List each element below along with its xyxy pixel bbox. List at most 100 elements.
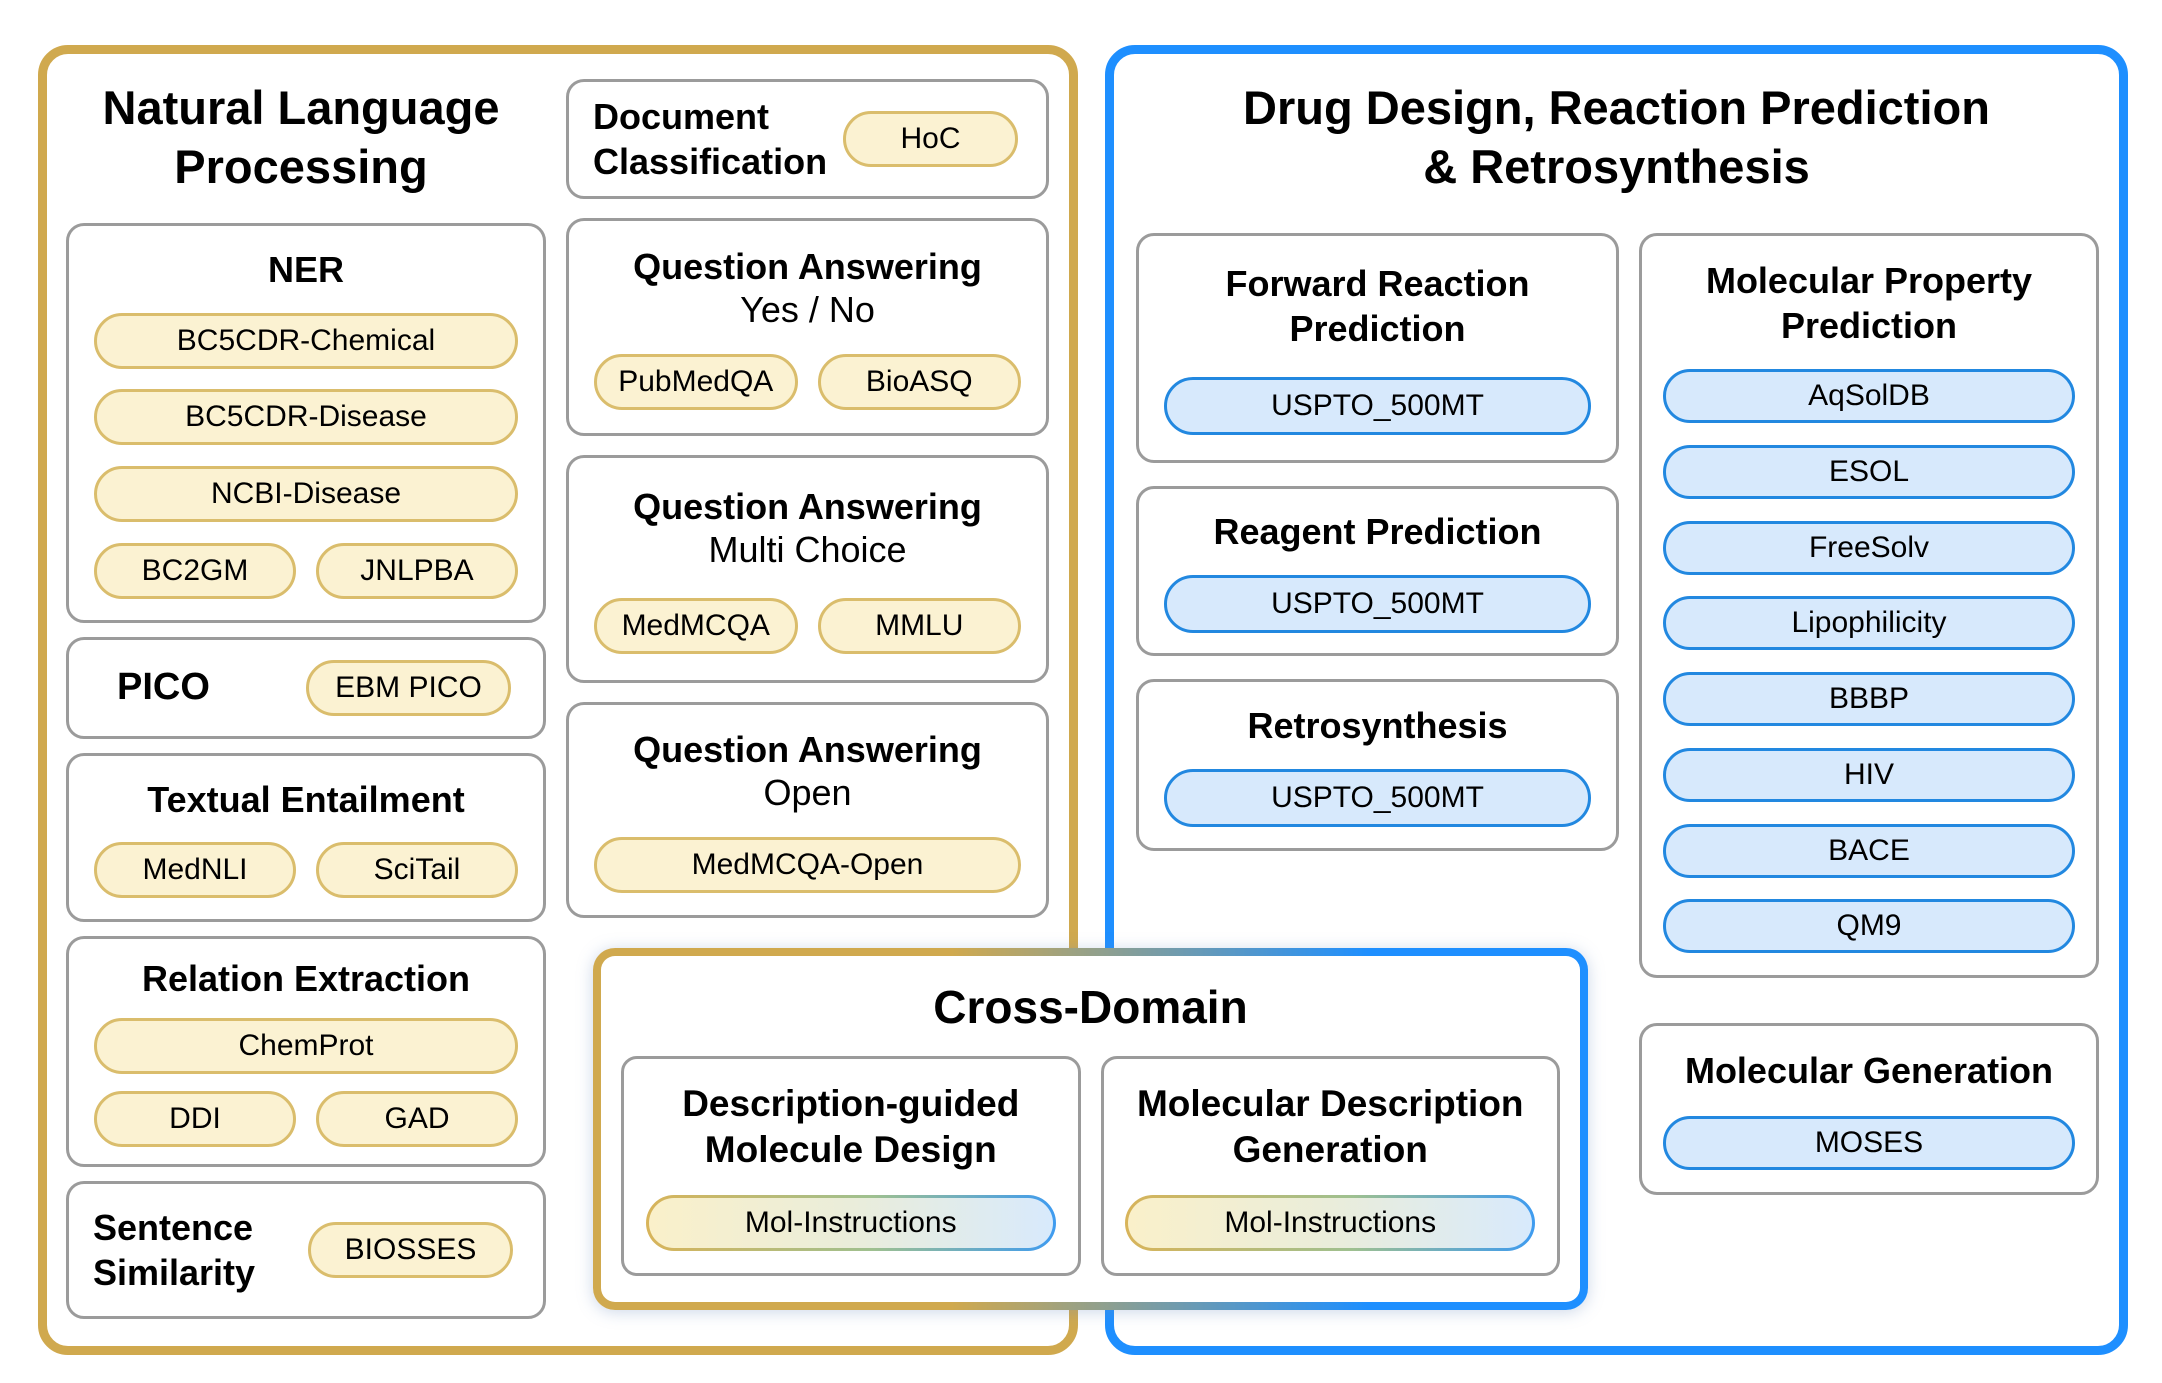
dataset-pill-medmcqa-open: MedMCQA-Open bbox=[594, 836, 1021, 893]
dataset-pill-bbbp: BBBP bbox=[1663, 672, 2075, 727]
dataset-pill-biosses: BIOSSES bbox=[308, 1222, 513, 1278]
dataset-pill-hiv: HIV bbox=[1663, 747, 2075, 802]
qa-multi-choice-box: Question Answering Multi Choice MedMCQA … bbox=[566, 455, 1049, 683]
document-classification-title-line1: Document bbox=[593, 96, 770, 137]
molecular-generation-box: Molecular Generation MOSES bbox=[1639, 1023, 2099, 1195]
dataset-pill-bc5cdr-disease: BC5CDR-Disease bbox=[94, 389, 518, 446]
description-generation-box: Molecular Description Generation Mol-Ins… bbox=[1100, 1056, 1560, 1276]
forward-reaction-prediction-title: Forward Reaction Prediction bbox=[1139, 261, 1616, 351]
cross-domain-inner: Cross-Domain Description-guided Molecule… bbox=[601, 956, 1580, 1302]
qa-open-subtitle: Open bbox=[763, 772, 852, 814]
molecule-design-title: Description-guided Molecule Design bbox=[682, 1081, 1019, 1174]
relation-extraction-pill-row: DDI GAD bbox=[94, 1091, 518, 1147]
qa-yes-no-box: Question Answering Yes / No PubMedQA Bio… bbox=[566, 218, 1049, 436]
dataset-pill-hoc: HoC bbox=[843, 111, 1018, 167]
retrosynthesis-box: Retrosynthesis USPTO_500MT bbox=[1136, 679, 1619, 851]
drug-design-panel-title-line2: & Retrosynthesis bbox=[1423, 140, 1810, 194]
dataset-pill-mol-instructions-design: Mol-Instructions bbox=[645, 1195, 1056, 1252]
qa-multi-choice-titles: Question Answering Multi Choice bbox=[569, 484, 1046, 571]
dataset-pill-uspto-500mt-retro: USPTO_500MT bbox=[1164, 769, 1591, 827]
molecule-design-title-line1: Description-guided bbox=[682, 1082, 1020, 1124]
dataset-pill-mol-instructions-generation-label: Mol-Instructions bbox=[1128, 1198, 1533, 1249]
nlp-panel-title-line2: Processing bbox=[174, 140, 428, 194]
dataset-pill-aqsoldb: AqSolDB bbox=[1663, 369, 2075, 424]
qa-multi-choice-subtitle: Multi Choice bbox=[708, 529, 907, 571]
dataset-pill-qm9: QM9 bbox=[1663, 899, 2075, 954]
drug-right-column: Molecular Property Prediction AqSolDB ES… bbox=[1639, 233, 2099, 1195]
textual-entailment-title: Textual Entailment bbox=[147, 778, 465, 820]
reagent-prediction-box: Reagent Prediction USPTO_500MT bbox=[1136, 486, 1619, 656]
qa-open-box: Question Answering Open MedMCQA-Open bbox=[566, 702, 1049, 918]
qa-open-titles: Question Answering Open bbox=[569, 727, 1046, 814]
qa-yes-no-title: Question Answering bbox=[633, 246, 982, 287]
dataset-pill-uspto-500mt-forward: USPTO_500MT bbox=[1164, 376, 1591, 435]
cross-domain-title: Cross-Domain bbox=[933, 981, 1248, 1033]
nlp-left-column: NER BC5CDR-Chemical BC5CDR-Disease NCBI-… bbox=[66, 223, 546, 1319]
cross-domain-row: Description-guided Molecule Design Mol-I… bbox=[601, 1056, 1580, 1276]
nlp-panel: Natural Language Processing NER BC5CDR-C… bbox=[38, 45, 1078, 1355]
forward-reaction-prediction-box: Forward Reaction Prediction USPTO_500MT bbox=[1136, 233, 1619, 463]
qa-yes-no-subtitle: Yes / No bbox=[740, 289, 875, 330]
dataset-pill-ebm-pico: EBM PICO bbox=[306, 660, 511, 716]
dataset-pill-ncbi-disease: NCBI-Disease bbox=[94, 466, 518, 523]
molecular-property-prediction-title: Molecular Property Prediction bbox=[1642, 258, 2096, 348]
textual-entailment-pill-row: MedNLI SciTail bbox=[94, 842, 518, 899]
nlp-panel-title: Natural Language Processing bbox=[55, 78, 547, 196]
dataset-pill-pubmedqa: PubMedQA bbox=[594, 354, 798, 410]
drug-design-panel-title: Drug Design, Reaction Prediction & Retro… bbox=[1114, 78, 2119, 196]
dataset-pill-esol: ESOL bbox=[1663, 445, 2075, 500]
ner-box: NER BC5CDR-Chemical BC5CDR-Disease NCBI-… bbox=[66, 223, 546, 623]
description-generation-title: Molecular Description Generation bbox=[1137, 1081, 1524, 1174]
dataset-pill-mmlu: MMLU bbox=[817, 597, 1021, 654]
dataset-pill-bc5cdr-chemical: BC5CDR-Chemical bbox=[94, 312, 518, 369]
molecular-property-title-line2: Prediction bbox=[1780, 304, 1958, 346]
qa-multi-choice-pill-row: MedMCQA MMLU bbox=[594, 597, 1021, 654]
molecule-design-box: Description-guided Molecule Design Mol-I… bbox=[621, 1056, 1081, 1276]
drug-left-column: Forward Reaction Prediction USPTO_500MT … bbox=[1136, 233, 1619, 851]
dataset-pill-freesolv: FreeSolv bbox=[1663, 520, 2075, 575]
dataset-pill-mol-instructions-design-label: Mol-Instructions bbox=[648, 1198, 1053, 1249]
sentence-similarity-box: Sentence Similarity BIOSSES bbox=[66, 1181, 546, 1319]
molecule-design-title-line2: Molecule Design bbox=[704, 1129, 997, 1171]
dataset-pill-jnlpba: JNLPBA bbox=[316, 543, 518, 600]
dataset-pill-bioasq: BioASQ bbox=[817, 354, 1021, 410]
retrosynthesis-title: Retrosynthesis bbox=[1247, 705, 1508, 746]
description-generation-title-line2: Generation bbox=[1232, 1129, 1428, 1171]
qa-open-title: Question Answering bbox=[633, 729, 982, 771]
forward-reaction-title-line2: Prediction bbox=[1289, 308, 1466, 350]
molecular-property-prediction-box: Molecular Property Prediction AqSolDB ES… bbox=[1639, 233, 2099, 978]
qa-yes-no-titles: Question Answering Yes / No bbox=[569, 244, 1046, 331]
reagent-prediction-title: Reagent Prediction bbox=[1213, 511, 1542, 553]
textual-entailment-box: Textual Entailment MedNLI SciTail bbox=[66, 753, 546, 922]
sentence-similarity-title-line1: Sentence bbox=[93, 1207, 254, 1248]
document-classification-title: Document Classification bbox=[593, 94, 827, 184]
ner-pill-row: BC2GM JNLPBA bbox=[94, 543, 518, 600]
dataset-pill-bc2gm: BC2GM bbox=[94, 543, 296, 600]
nlp-panel-title-line1: Natural Language bbox=[102, 81, 500, 134]
dataset-pill-medmcqa: MedMCQA bbox=[594, 597, 798, 654]
qa-yes-no-pill-row: PubMedQA BioASQ bbox=[594, 354, 1021, 410]
dataset-pill-lipophilicity: Lipophilicity bbox=[1663, 596, 2075, 651]
sentence-similarity-title: Sentence Similarity bbox=[93, 1205, 255, 1295]
drug-design-panel: Drug Design, Reaction Prediction & Retro… bbox=[1105, 45, 2128, 1355]
dataset-pill-bace: BACE bbox=[1663, 823, 2075, 878]
relation-extraction-title: Relation Extraction bbox=[141, 958, 471, 999]
drug-design-panel-title-line1: Drug Design, Reaction Prediction bbox=[1243, 81, 1990, 134]
qa-multi-choice-title: Question Answering bbox=[633, 486, 982, 528]
nlp-right-column: Document Classification HoC Question Ans… bbox=[566, 79, 1049, 918]
dataset-pill-mol-instructions-generation: Mol-Instructions bbox=[1125, 1195, 1536, 1252]
dataset-pill-scitail: SciTail bbox=[316, 842, 518, 899]
dataset-pill-chemprot: ChemProt bbox=[94, 1018, 518, 1074]
relation-extraction-box: Relation Extraction ChemProt DDI GAD bbox=[66, 936, 546, 1167]
document-classification-title-line2: Classification bbox=[593, 141, 828, 182]
forward-reaction-title-line1: Forward Reaction bbox=[1225, 263, 1530, 305]
molecular-generation-title: Molecular Generation bbox=[1684, 1050, 2054, 1092]
pico-box: PICO EBM PICO bbox=[66, 637, 546, 739]
description-generation-title-line1: Molecular Description bbox=[1136, 1082, 1524, 1124]
molecular-property-title-line1: Molecular Property bbox=[1705, 259, 2033, 301]
document-classification-box: Document Classification HoC bbox=[566, 79, 1049, 199]
dataset-pill-moses: MOSES bbox=[1663, 1115, 2075, 1170]
ner-title: NER bbox=[267, 248, 344, 290]
dataset-pill-uspto-500mt-reagent: USPTO_500MT bbox=[1164, 574, 1591, 633]
